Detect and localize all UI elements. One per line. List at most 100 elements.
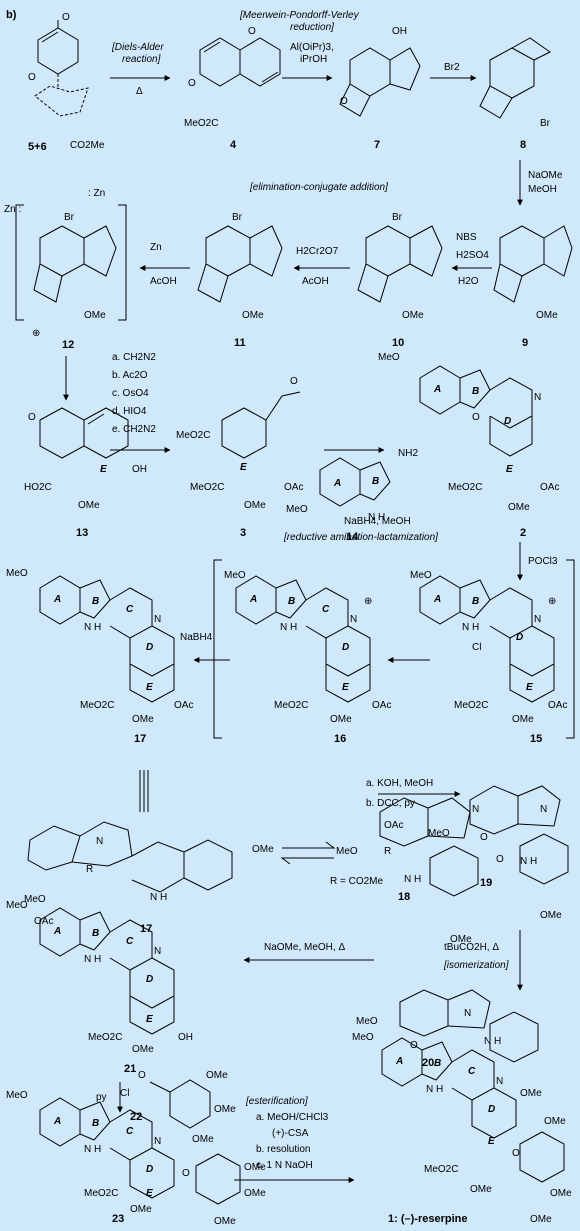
svg-text:MeO2C: MeO2C (88, 1032, 122, 1043)
svg-text:N: N (534, 614, 541, 625)
compound-23: A B C D E MeO N N H MeO2C OMe O OMe OMe … (6, 1090, 266, 1227)
svg-text:O: O (290, 376, 298, 387)
svg-text:N: N (154, 614, 161, 625)
svg-text:Cl: Cl (120, 1088, 129, 1099)
svg-text:OMe: OMe (214, 1216, 236, 1227)
svg-text:a. CH2N2: a. CH2N2 (112, 352, 156, 363)
svg-text:B: B (434, 1058, 441, 1069)
svg-text:C: C (126, 936, 134, 947)
svg-text:OMe: OMe (78, 500, 100, 511)
compound-label-7: 7 (374, 139, 380, 151)
svg-text:OAc: OAc (34, 916, 53, 927)
svg-text:C: C (468, 1066, 476, 1077)
svg-text:O: O (480, 832, 488, 843)
svg-text:OAc: OAc (284, 482, 303, 493)
equivalence-mark (139, 770, 149, 812)
svg-text:E: E (146, 1188, 153, 1199)
svg-text:A: A (53, 594, 61, 605)
svg-text:N: N (534, 392, 541, 403)
svg-text:D: D (146, 642, 153, 653)
svg-text:Cl: Cl (472, 642, 481, 653)
svg-text:⊕: ⊕ (364, 596, 372, 607)
svg-text:N: N (464, 1008, 471, 1019)
compound-11: Br OMe 11 (197, 212, 283, 349)
svg-text:OMe: OMe (132, 714, 154, 725)
svg-text:Br: Br (392, 212, 403, 223)
svg-text:O: O (138, 1070, 146, 1081)
svg-text:O: O (340, 96, 348, 107)
svg-text:⊕: ⊕ (32, 328, 40, 339)
svg-text:MeO2C: MeO2C (176, 430, 210, 441)
svg-text:A: A (433, 594, 441, 605)
compound-label-16: 16 (334, 733, 346, 745)
svg-text:b. resolution: b. resolution (256, 1144, 310, 1155)
svg-text:H2O: H2O (458, 276, 479, 287)
svg-text:⊕: ⊕ (548, 596, 556, 607)
compound-label-14: 14 (346, 531, 359, 543)
compound-label-5-6: 5+6 (28, 141, 47, 153)
svg-text:A: A (333, 478, 341, 489)
svg-text:c. OsO4: c. OsO4 (112, 388, 149, 399)
svg-text:N: N (154, 1136, 161, 1147)
svg-text:e. CH2N2: e. CH2N2 (112, 424, 156, 435)
svg-text:O: O (28, 412, 36, 423)
svg-text:NaOMe: NaOMe (528, 170, 563, 181)
compound-10: Br OMe 10 (357, 212, 443, 349)
svg-text:B: B (288, 596, 295, 607)
svg-text:E: E (240, 462, 247, 473)
svg-text:N H: N H (404, 874, 421, 885)
svg-text:reaction]: reaction] (122, 54, 161, 65)
compound-18: OAc MeO R N N H R = CO2Me OMe 18 (330, 797, 479, 945)
svg-text:O: O (512, 1148, 520, 1159)
svg-text:OMe: OMe (402, 310, 424, 321)
svg-text:OMe: OMe (214, 1104, 236, 1115)
svg-text:D: D (146, 974, 153, 985)
svg-text:MeO: MeO (428, 828, 450, 839)
svg-text:E: E (146, 682, 153, 693)
arrow-eq-back (280, 857, 334, 865)
svg-text:A: A (53, 926, 61, 937)
svg-text:OMe: OMe (244, 1188, 266, 1199)
svg-text:OMe: OMe (520, 1088, 542, 1099)
svg-text:tBuCO2H, Δ: tBuCO2H, Δ (444, 942, 499, 953)
svg-text:MeO: MeO (6, 900, 28, 911)
svg-text:MeO2C: MeO2C (190, 482, 224, 493)
svg-text:Br: Br (540, 118, 551, 129)
svg-text:B: B (372, 476, 379, 487)
svg-text:D: D (146, 1164, 153, 1175)
svg-text:C: C (126, 604, 134, 615)
svg-text:Zn :: Zn : (4, 204, 21, 215)
svg-text:MeO2C: MeO2C (454, 700, 488, 711)
bracket-right-15-16 (566, 559, 575, 739)
compound-label-1-reserpine: 1: (–)-reserpine (388, 1213, 467, 1225)
compound-17-top: A B C D E MeO N N H MeO2C OMe OAc 17 (6, 568, 193, 745)
svg-text:N H: N H (280, 622, 297, 633)
svg-text:OMe: OMe (450, 934, 472, 945)
svg-text:c. 1 N NaOH: c. 1 N NaOH (256, 1160, 313, 1171)
compound-label-12: 12 (62, 339, 74, 351)
bracket-left-15-16 (213, 559, 222, 739)
svg-text:R = CO2Me: R = CO2Me (330, 876, 384, 887)
svg-text:MeO: MeO (352, 1032, 374, 1043)
svg-text:OAc: OAc (540, 482, 559, 493)
svg-text:NH2: NH2 (398, 448, 418, 459)
compound-14: A B NH2 MeO N H 14 (286, 448, 418, 543)
svg-text:D: D (516, 632, 523, 643)
svg-text:(+)-CSA: (+)-CSA (272, 1128, 309, 1139)
svg-text:MeO2C: MeO2C (274, 700, 308, 711)
svg-text:B: B (92, 596, 99, 607)
svg-text:OAc: OAc (372, 700, 391, 711)
svg-text:OH: OH (132, 464, 147, 475)
compound-21: A B C D E MeO N N H MeO2C OMe OH 21 (6, 900, 193, 1075)
svg-text:MeO: MeO (410, 570, 432, 581)
svg-text:E: E (488, 1136, 495, 1147)
svg-text:D: D (504, 416, 511, 427)
svg-text:NaBH4, MeOH: NaBH4, MeOH (344, 516, 411, 527)
svg-text:O: O (472, 412, 480, 423)
compound-12: : Zn Zn : Br OMe ⊕ 12 (4, 188, 127, 351)
svg-text:OMe: OMe (244, 500, 266, 511)
svg-text:OAc: OAc (548, 700, 567, 711)
svg-text:MeO2C: MeO2C (424, 1164, 458, 1175)
svg-text:: Zn: : Zn (88, 188, 105, 199)
